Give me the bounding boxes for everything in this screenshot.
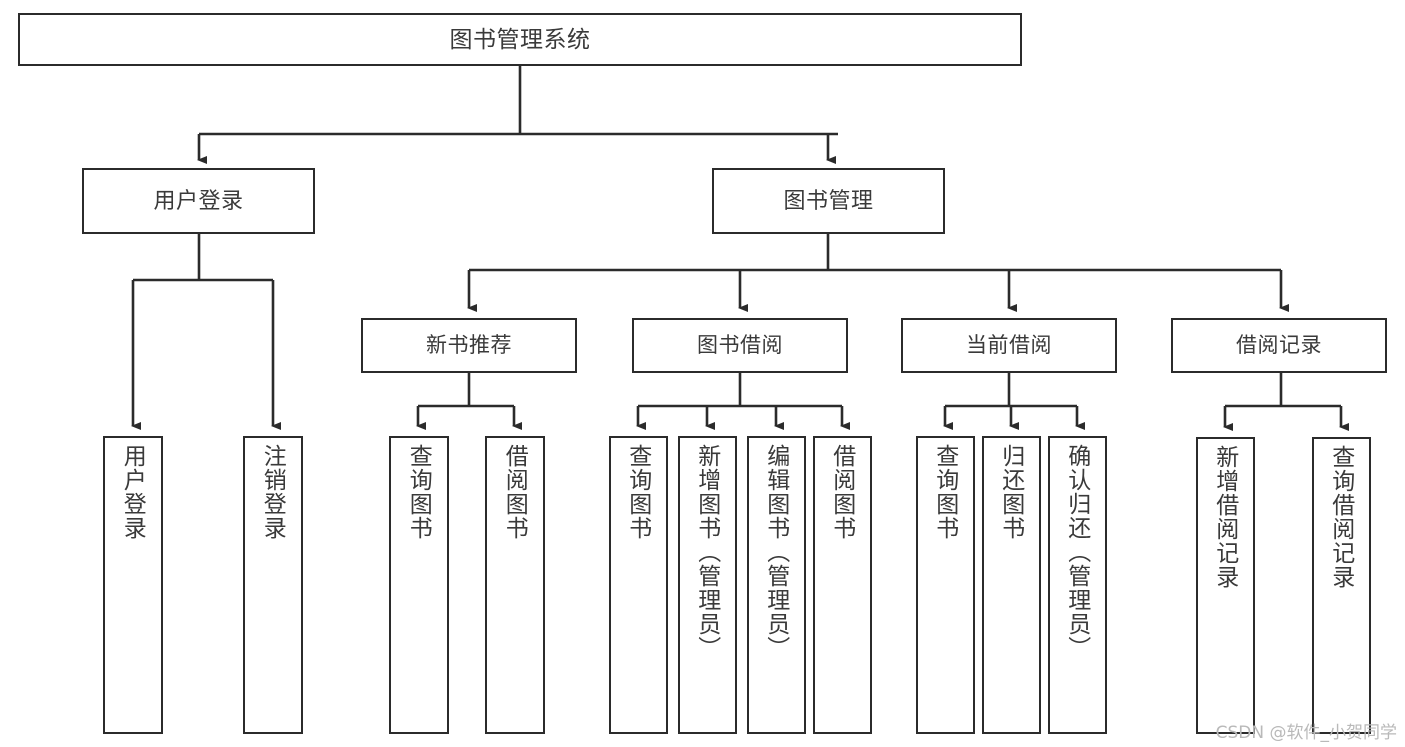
leaf-label: 确认归还（管理员） bbox=[1064, 444, 1091, 660]
node-new-book-recommend-label: 新书推荐 bbox=[426, 333, 512, 357]
node-borrow-records[interactable]: 借阅记录 bbox=[1171, 318, 1387, 373]
node-root[interactable]: 图书管理系统 bbox=[18, 13, 1022, 66]
leaf-label: 查询图书 bbox=[932, 444, 959, 540]
leaf-current-query-book[interactable]: 查询图书 bbox=[916, 436, 975, 734]
node-book-management[interactable]: 图书管理 bbox=[712, 168, 945, 234]
node-current-borrow-label: 当前借阅 bbox=[966, 333, 1052, 357]
leaf-borrow-query-book[interactable]: 查询图书 bbox=[609, 436, 668, 734]
leaf-label: 注销登录 bbox=[260, 444, 287, 540]
leaf-label: 查询图书 bbox=[406, 444, 433, 540]
leaf-label: 编辑图书（管理员） bbox=[763, 444, 790, 660]
leaf-label: 借阅图书 bbox=[829, 444, 856, 540]
node-root-label: 图书管理系统 bbox=[449, 25, 591, 52]
leaf-label: 归还图书 bbox=[998, 444, 1025, 540]
leaf-label: 新增图书（管理员） bbox=[694, 444, 721, 660]
node-book-borrow[interactable]: 图书借阅 bbox=[632, 318, 848, 373]
node-user-login-label: 用户登录 bbox=[153, 187, 244, 213]
leaf-current-confirm-return-admin[interactable]: 确认归还（管理员） bbox=[1048, 436, 1107, 734]
node-book-management-label: 图书管理 bbox=[783, 187, 874, 213]
node-borrow-records-label: 借阅记录 bbox=[1236, 333, 1322, 357]
leaf-label: 新增借阅记录 bbox=[1212, 445, 1239, 589]
node-new-book-recommend[interactable]: 新书推荐 bbox=[361, 318, 577, 373]
leaf-current-return-book[interactable]: 归还图书 bbox=[982, 436, 1041, 734]
watermark-text: CSDN @软件_小贺同学 bbox=[1215, 723, 1397, 743]
leaf-label: 用户登录 bbox=[120, 444, 147, 540]
node-user-login[interactable]: 用户登录 bbox=[82, 168, 315, 234]
leaf-label: 查询借阅记录 bbox=[1328, 445, 1355, 589]
leaf-label: 查询图书 bbox=[625, 444, 652, 540]
leaf-borrow-add-book-admin[interactable]: 新增图书（管理员） bbox=[678, 436, 737, 734]
leaf-label: 借阅图书 bbox=[502, 444, 529, 540]
leaf-recommend-query-book[interactable]: 查询图书 bbox=[389, 436, 449, 734]
leaf-user-login-logout[interactable]: 注销登录 bbox=[243, 436, 303, 734]
leaf-records-query-record[interactable]: 查询借阅记录 bbox=[1312, 437, 1371, 734]
leaf-records-add-record[interactable]: 新增借阅记录 bbox=[1196, 437, 1255, 734]
leaf-user-login-login[interactable]: 用户登录 bbox=[103, 436, 163, 734]
node-book-borrow-label: 图书借阅 bbox=[697, 333, 783, 357]
node-current-borrow[interactable]: 当前借阅 bbox=[901, 318, 1117, 373]
leaf-borrow-borrow-book[interactable]: 借阅图书 bbox=[813, 436, 872, 734]
leaf-borrow-edit-book-admin[interactable]: 编辑图书（管理员） bbox=[747, 436, 806, 734]
leaf-recommend-borrow-book[interactable]: 借阅图书 bbox=[485, 436, 545, 734]
